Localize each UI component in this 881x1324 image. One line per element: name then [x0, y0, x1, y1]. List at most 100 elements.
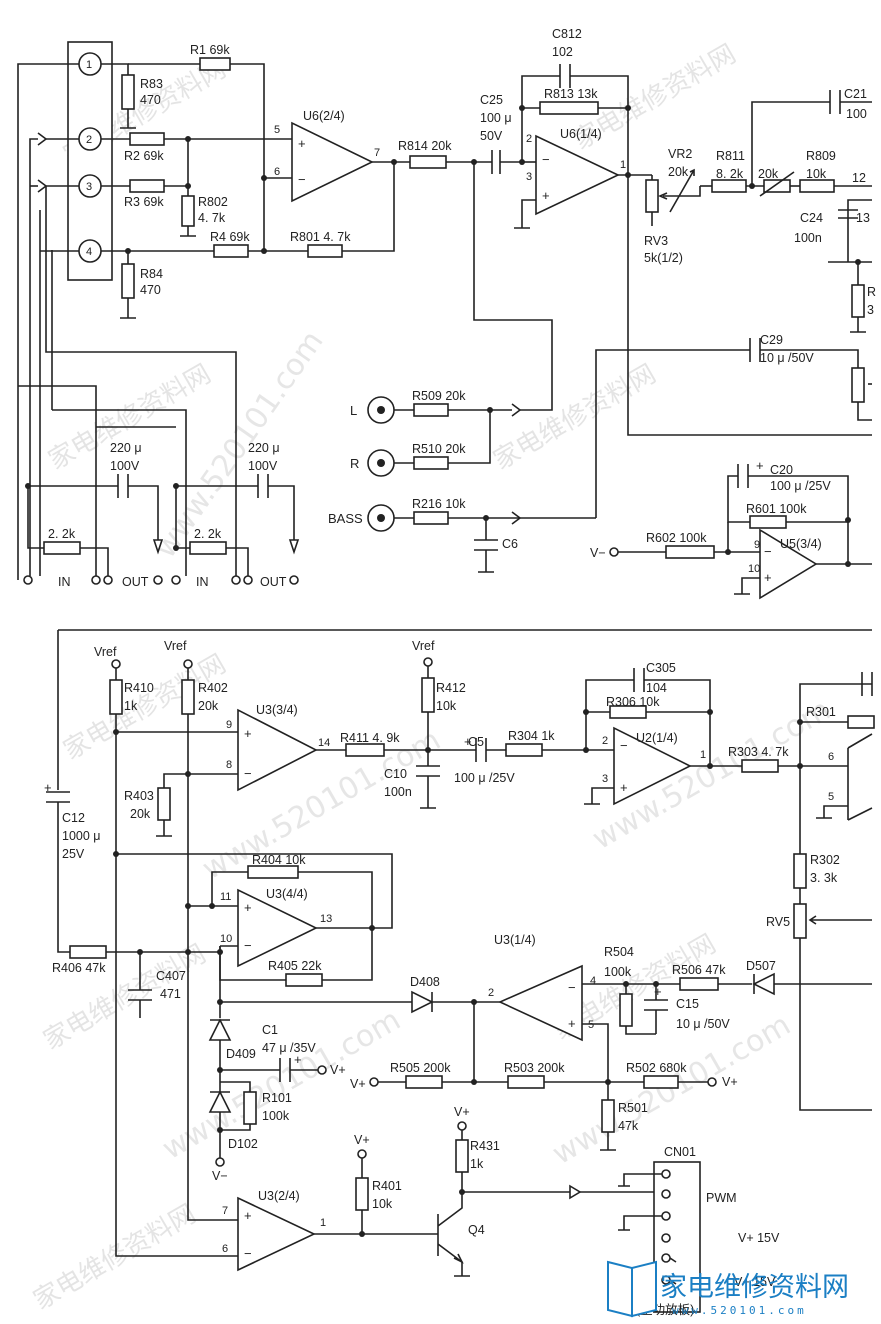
label-D408: D408 [410, 975, 440, 989]
VR2-arrow [669, 169, 695, 213]
svg-text:V+: V+ [722, 1075, 738, 1089]
label-C407: C407 [156, 969, 186, 983]
svg-text:3: 3 [602, 773, 608, 785]
label-VR2: VR2 [668, 147, 692, 161]
svg-text:1k: 1k [470, 1157, 484, 1171]
svg-text:20k: 20k [668, 165, 689, 179]
svg-text:10k: 10k [806, 167, 827, 181]
svg-text:−: − [298, 172, 306, 187]
svg-text:+: + [298, 136, 306, 151]
svg-text:+: + [244, 900, 252, 915]
svg-text:100 μ /25V: 100 μ /25V [454, 771, 515, 785]
resistor-R306 [609, 705, 647, 719]
svg-text:4: 4 [590, 975, 596, 987]
resistor-R802 [181, 195, 195, 227]
resistor-R410 [109, 679, 123, 715]
svg-text:14: 14 [318, 737, 330, 749]
resistor-R811 [711, 179, 747, 193]
svg-text:+: + [764, 570, 772, 585]
svg-text:+: + [620, 780, 628, 795]
label-C1: C1 [262, 1023, 278, 1037]
label-R503: R503 200k [504, 1061, 565, 1075]
resistor-R411 [345, 743, 385, 757]
resistor-R431 [455, 1139, 469, 1173]
logo-url: www.520101.com [672, 1304, 807, 1317]
label-R801: R801 4. 7k [290, 230, 351, 244]
label-R1: R1 69k [190, 43, 230, 57]
label-R802: R802 [198, 195, 228, 209]
resistor-R506 [679, 977, 719, 991]
label-R404: R404 10k [252, 853, 306, 867]
label-2.2k-1: 2. 2k [48, 527, 76, 541]
diode-D409 [208, 1018, 232, 1041]
svg-text:100n: 100n [794, 231, 822, 245]
resistor-R501 [601, 1099, 615, 1133]
label-R510: R510 20k [412, 442, 466, 456]
resistor-R301 [847, 715, 875, 729]
svg-text:100V: 100V [248, 459, 278, 473]
svg-text:3: 3 [867, 303, 874, 317]
svg-text:7: 7 [222, 1205, 228, 1217]
resistor-R505 [405, 1075, 443, 1089]
label-R303: R303 4. 7k [728, 745, 789, 759]
opamp-U6-2of4 [291, 121, 374, 203]
label-D507: D507 [746, 959, 776, 973]
svg-text:+: + [294, 1052, 302, 1067]
label-R410: R410 [124, 681, 154, 695]
watermark-text: 家电维修资料网 [39, 939, 212, 1056]
svg-text:Vref: Vref [94, 645, 117, 659]
svg-text:1: 1 [700, 749, 706, 761]
label-R4: R4 69k [210, 230, 250, 244]
svg-text:3. 3k: 3. 3k [810, 871, 838, 885]
label-R412: R412 [436, 681, 466, 695]
svg-text:1: 1 [620, 159, 626, 171]
label-C15: C15 [676, 997, 699, 1011]
resistor-R302 [793, 853, 807, 889]
svg-text:9: 9 [754, 539, 760, 551]
svg-text:−: − [568, 980, 576, 995]
label-R216: R216 10k [412, 497, 466, 511]
potentiometer-RV3 [645, 179, 659, 213]
resistor-R510 [413, 456, 449, 470]
svg-text:Vref: Vref [412, 639, 435, 653]
svg-text:5k(1/2): 5k(1/2) [644, 251, 683, 265]
label-R304: R304 1k [508, 729, 555, 743]
resistor-R813 [539, 101, 599, 115]
svg-text:1000 μ: 1000 μ [62, 829, 100, 843]
resistor-R304 [505, 743, 543, 757]
svg-text:2: 2 [488, 987, 494, 999]
resistor-R3 [129, 179, 165, 193]
label-220u-2: 220 μ [248, 441, 280, 455]
svg-text:104: 104 [646, 681, 667, 695]
label-OUT-1: OUT [122, 575, 149, 589]
svg-text:47 μ /35V: 47 μ /35V [262, 1041, 316, 1055]
opamp-U3-4of4 [237, 888, 318, 968]
label-U3b: U3(4/4) [266, 887, 308, 901]
svg-text:50V: 50V [480, 129, 503, 143]
svg-text:1k: 1k [124, 699, 138, 713]
label-D102: D102 [228, 1137, 258, 1151]
label-D409: D409 [226, 1047, 256, 1061]
resistor-R401 [355, 1177, 369, 1211]
label-C5: C5 [468, 735, 484, 749]
opamp-U3-2of4 [237, 1196, 316, 1272]
label-C21: C21 [844, 87, 867, 101]
svg-text:+: + [542, 188, 550, 203]
label-R83: R83 [140, 77, 163, 91]
label-C305: C305 [646, 661, 676, 675]
label-U3d: U3(2/4) [258, 1189, 300, 1203]
svg-text:−: − [542, 152, 550, 167]
resistor-R503 [507, 1075, 545, 1089]
label-R84-value: 470 [140, 283, 161, 297]
svg-text:8. 2k: 8. 2k [716, 167, 744, 181]
label-R501: R501 [618, 1101, 648, 1115]
label-RV5: RV5 [766, 915, 790, 929]
svg-text:102: 102 [552, 45, 573, 59]
svg-text:5: 5 [588, 1019, 594, 1031]
label-U6a: U6(2/4) [303, 109, 345, 123]
svg-text:100k: 100k [262, 1109, 290, 1123]
resistor-R502 [643, 1075, 679, 1089]
label-U2: U2(1/4) [636, 731, 678, 745]
resistor-2.2k-1 [43, 541, 81, 555]
